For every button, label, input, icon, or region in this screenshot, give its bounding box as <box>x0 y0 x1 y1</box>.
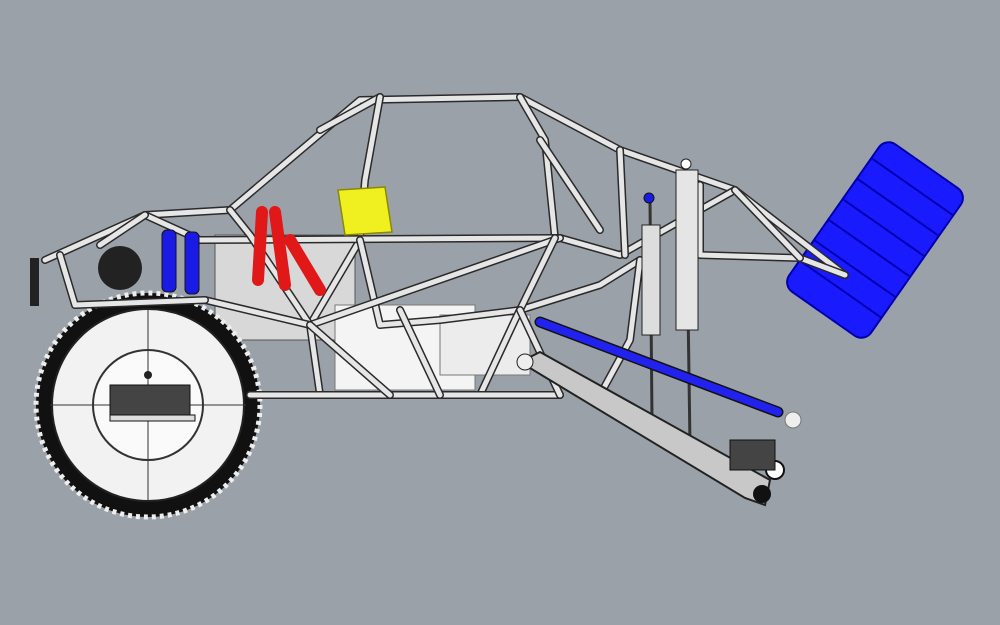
rear-shocks <box>641 158 699 446</box>
frame-tube <box>397 307 443 398</box>
frame-tube <box>617 147 628 258</box>
frame-tube <box>227 207 313 328</box>
frame-tube <box>97 212 148 248</box>
trailing-arm <box>516 350 785 507</box>
front-light-bar <box>30 258 39 306</box>
radius-rod <box>534 316 802 429</box>
frame-tube <box>597 257 643 398</box>
frame-tube <box>57 252 208 308</box>
front-wheel <box>33 290 263 520</box>
front-shocks <box>98 229 200 295</box>
frame-tube <box>42 94 848 278</box>
frame-tube <box>732 187 803 261</box>
frame-tube <box>357 237 643 328</box>
frame-tube <box>517 94 558 241</box>
frame-tube <box>307 322 393 398</box>
frame-tube <box>477 235 558 398</box>
frame-tube <box>317 94 383 133</box>
red-coilovers <box>252 206 326 296</box>
seat <box>337 186 393 236</box>
rear-wheel <box>786 141 964 339</box>
frame-tube <box>537 137 603 233</box>
frame-tube <box>697 182 848 278</box>
